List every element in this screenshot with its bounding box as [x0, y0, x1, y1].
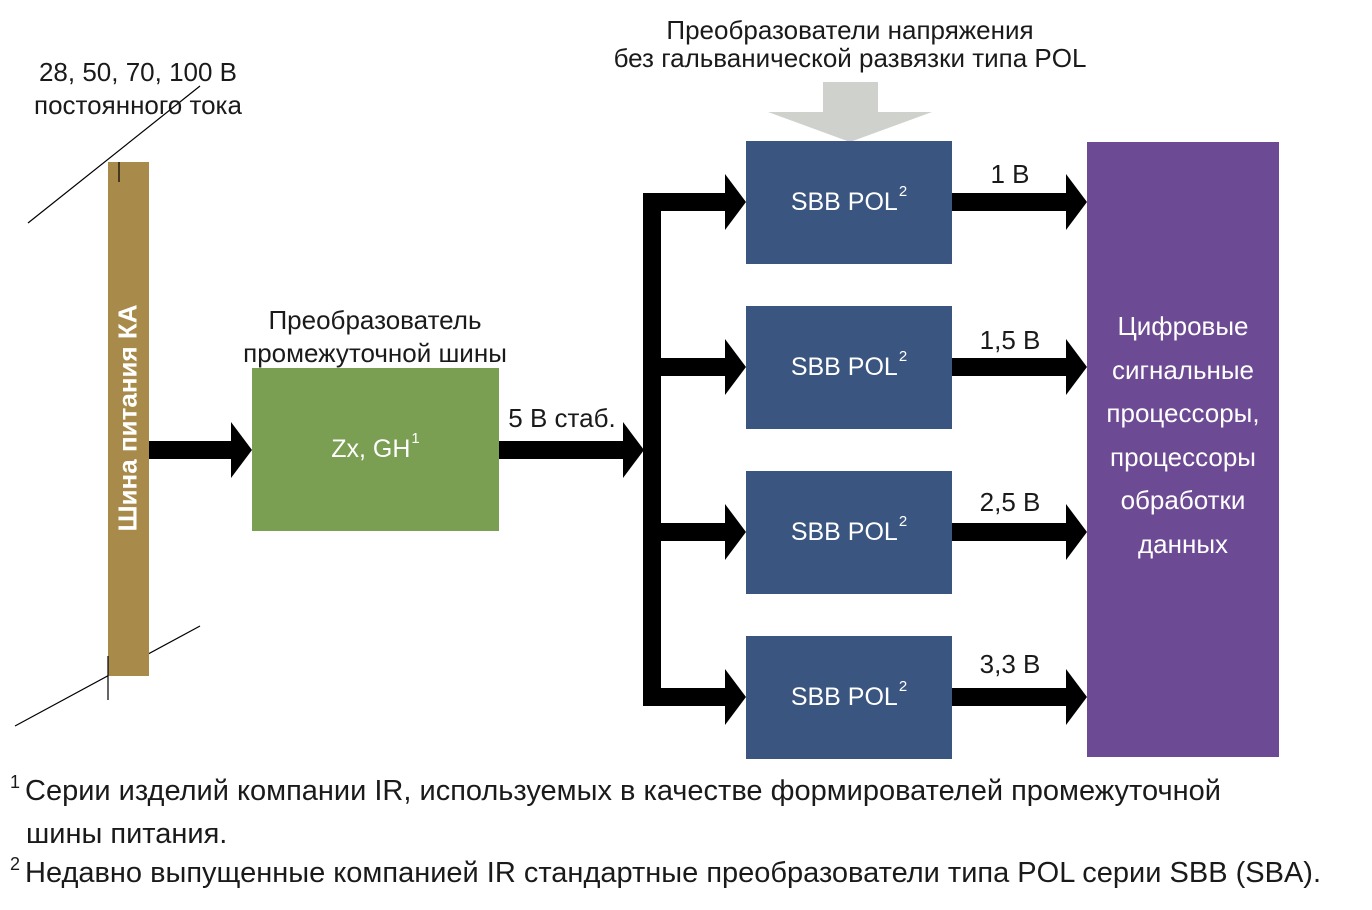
- footnote-1-line1: Серии изделий компании IR, используемых …: [25, 775, 1221, 807]
- load-processors-box: Цифровые сигнальные процессоры, процессо…: [1087, 142, 1279, 757]
- intermediate-converter-title: Преобразователь промежуточной шины: [220, 304, 530, 370]
- input-voltage-line1: 28, 50, 70, 100 В: [38, 57, 238, 87]
- arrow-to-pol-1: [643, 174, 746, 230]
- pol-output-1-label: 1 В: [990, 159, 1030, 189]
- pol-header-arrow: [768, 82, 932, 142]
- bus-break-line-top: [27, 85, 201, 224]
- pol-output-4-label: 3,3 В: [979, 649, 1041, 679]
- arrow-converter-to-distribution: [499, 422, 644, 478]
- pol-output-2-label: 1,5 В: [979, 325, 1041, 355]
- arrow-pol-4-to-load: [952, 669, 1087, 725]
- pol-converter-1-note-ref: 2: [898, 183, 908, 200]
- pol-converter-4-note-ref: 2: [898, 678, 908, 695]
- pol-converter-2-name: SBB POL: [790, 353, 898, 381]
- pol-header: Преобразователи напряжения без гальванич…: [600, 16, 1100, 72]
- distribution-bar: [643, 193, 661, 706]
- intermediate-converter-title-line1: Преобразователь: [268, 305, 482, 335]
- pol-converter-2-note-ref: 2: [898, 348, 908, 365]
- arrow-pol-2-to-load: [952, 339, 1087, 395]
- pol-header-line1: Преобразователи напряжения: [666, 15, 1034, 45]
- pol-converter-3-name: SBB POL: [790, 518, 898, 546]
- footnote-1-line2: шины питания.: [26, 818, 228, 850]
- arrow-bus-to-converter: [149, 422, 252, 478]
- footnote-1-number: 1: [10, 772, 21, 792]
- input-voltage-label: 28, 50, 70, 100 В постоянного тока: [20, 56, 256, 122]
- pol-converter-1-name: SBB POL: [790, 188, 898, 216]
- power-bus-bar: [108, 162, 149, 676]
- intermediate-converter-note-ref: 1: [411, 430, 420, 447]
- footnote-2-line1: Недавно выпущенные компанией IR стандарт…: [25, 857, 1321, 889]
- arrow-to-pol-4: [643, 669, 746, 725]
- arrow-pol-3-to-load: [952, 504, 1087, 560]
- pol-header-line2: без гальванической развязки типа POL: [613, 43, 1087, 73]
- pol-converter-3-note-ref: 2: [898, 513, 908, 530]
- arrow-to-pol-3: [643, 504, 746, 560]
- power-bus-label: Шина питания КА: [112, 304, 143, 532]
- pol-output-3-label: 2,5 В: [979, 487, 1041, 517]
- pol-converter-4-name: SBB POL: [790, 683, 898, 711]
- input-voltage-line2: постоянного тока: [34, 90, 242, 120]
- arrow-pol-1-to-load: [952, 174, 1087, 230]
- intermediate-converter-title-line2: промежуточной шины: [243, 338, 507, 368]
- output-5v-label: 5 В стаб.: [508, 403, 616, 433]
- load-processors-label: Цифровые сигнальные процессоры, процессо…: [1106, 311, 1260, 559]
- footnote-2-number: 2: [10, 854, 21, 874]
- intermediate-converter-name: Zx, GH: [331, 435, 411, 463]
- arrow-to-pol-2: [643, 339, 746, 395]
